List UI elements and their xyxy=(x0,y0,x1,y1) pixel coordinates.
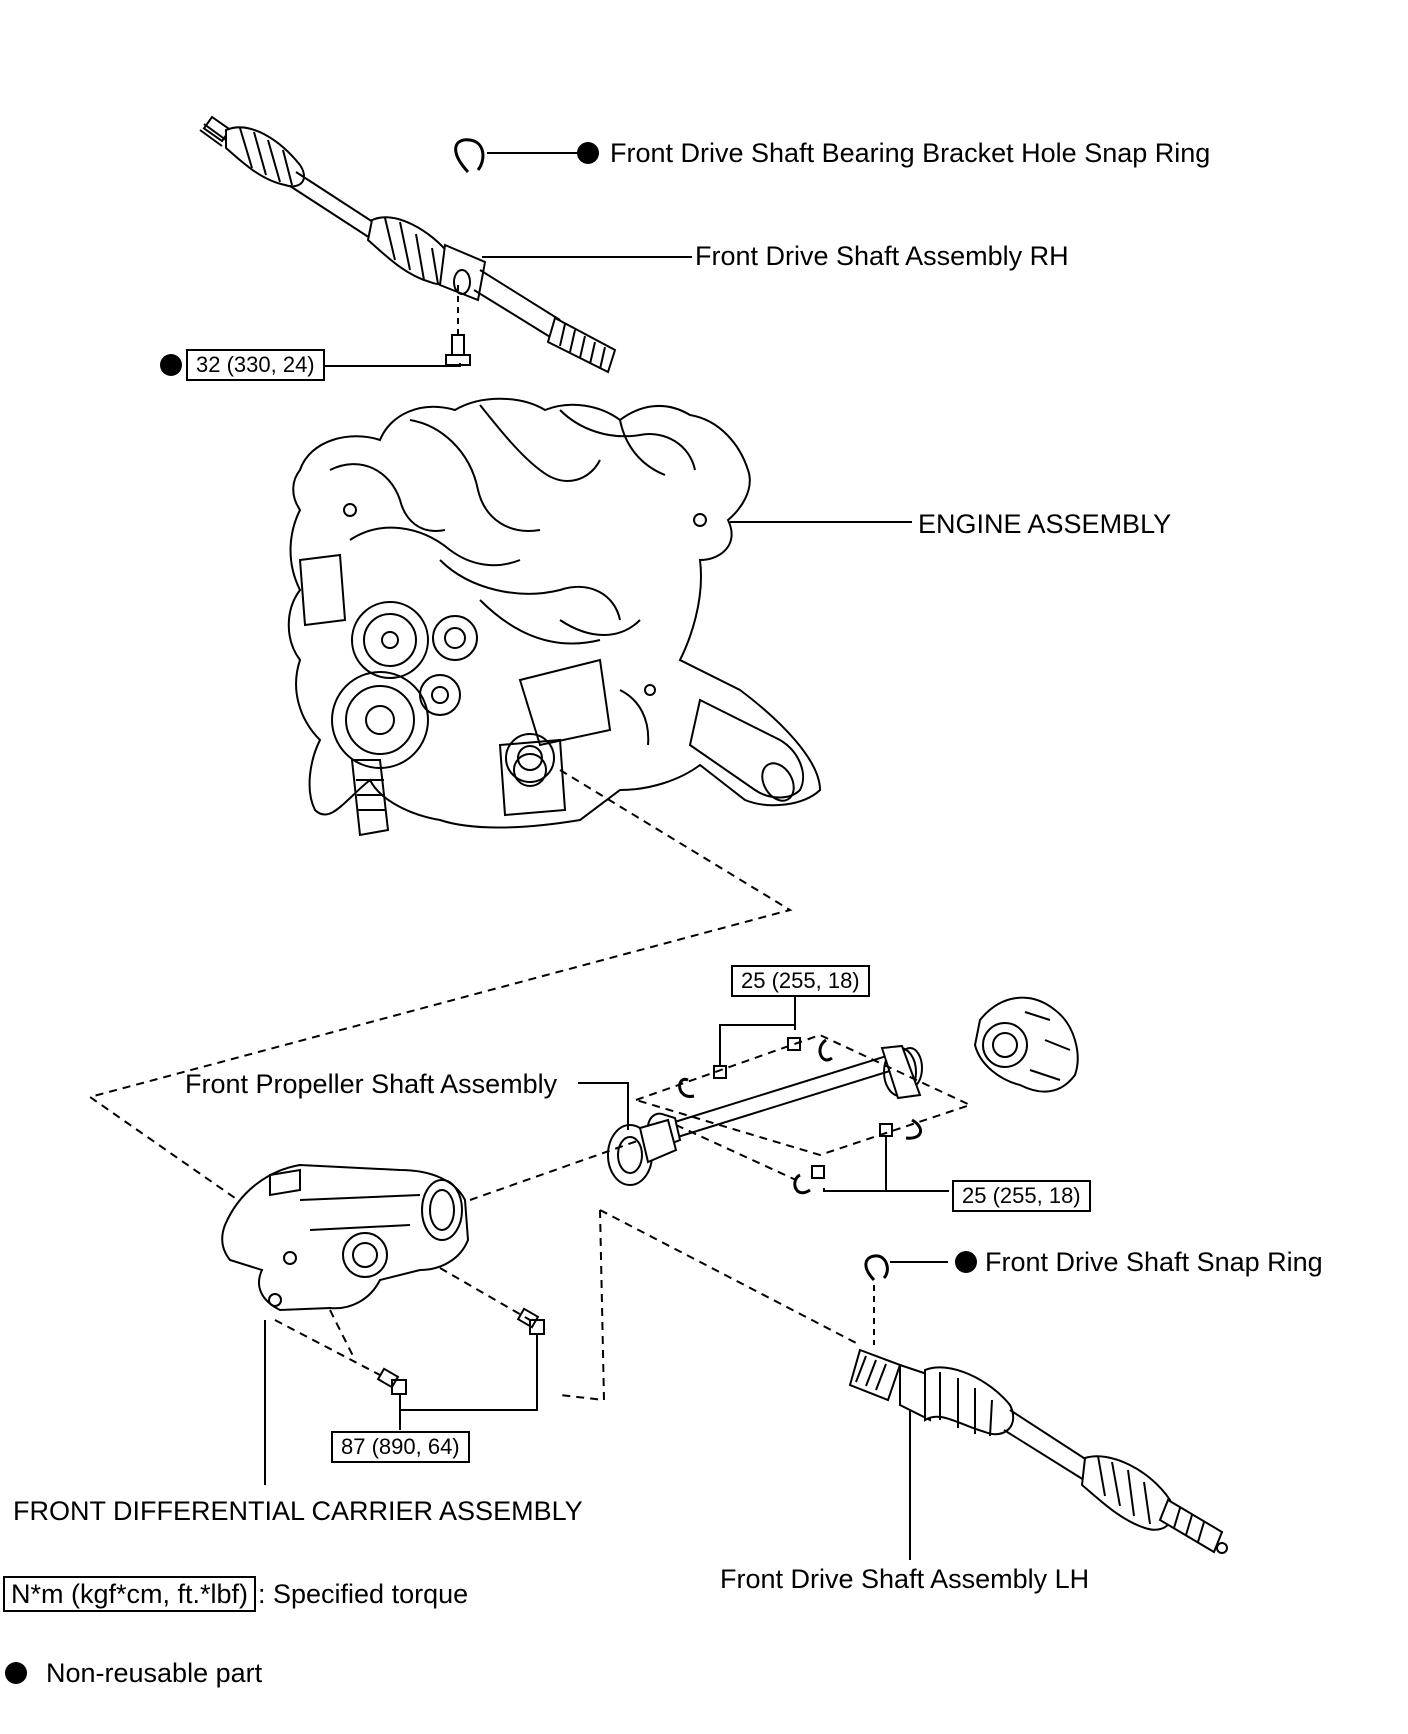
diff-carrier-label: FRONT DIFFERENTIAL CARRIER ASSEMBLY xyxy=(13,1496,583,1526)
differential-icon xyxy=(221,1163,470,1312)
transfer-icon xyxy=(973,996,1079,1093)
snap-ring-icon xyxy=(678,1038,922,1195)
propeller-shaft-label: Front Propeller Shaft Assembly xyxy=(185,1069,558,1099)
legend-torque-text: : Specified torque xyxy=(258,1579,469,1609)
non-reusable-dot-icon xyxy=(955,1251,977,1273)
bolt-icon xyxy=(713,1037,893,1179)
engine-label: ENGINE ASSEMBLY xyxy=(918,509,1172,539)
propeller-shaft-icon xyxy=(607,1044,923,1186)
drive-shaft-lh-icon xyxy=(848,1348,1228,1554)
legend-nonreusable-text: Non-reusable part xyxy=(46,1658,263,1688)
drive-shaft-rh-icon xyxy=(199,115,617,374)
bracket-snap-ring-label: Front Drive Shaft Bearing Bracket Hole S… xyxy=(610,138,1211,168)
bolt-icon xyxy=(376,1307,545,1395)
torque-rh-bolt: 32 (330, 24) xyxy=(186,349,325,381)
shaft-lh-label: Front Drive Shaft Assembly LH xyxy=(720,1564,1090,1594)
non-reusable-dot-icon xyxy=(577,142,599,164)
shaft-rh-label: Front Drive Shaft Assembly RH xyxy=(695,241,1069,271)
non-reusable-dot-icon xyxy=(160,354,182,376)
torque-diff-bolts: 87 (890, 64) xyxy=(331,1431,470,1463)
torque-prop-upper: 25 (255, 18) xyxy=(731,965,870,997)
snap-ring-icon xyxy=(454,138,485,174)
snap-ring-icon xyxy=(864,1254,889,1282)
bolt-icon xyxy=(445,334,471,366)
shaft-snap-ring-label: Front Drive Shaft Snap Ring xyxy=(985,1247,1323,1277)
engine-icon xyxy=(287,397,822,837)
non-reusable-dot-icon xyxy=(5,1662,27,1684)
torque-prop-lower: 25 (255, 18) xyxy=(952,1180,1091,1212)
legend-torque-box: N*m (kgf*cm, ft.*lbf) xyxy=(3,1576,257,1612)
